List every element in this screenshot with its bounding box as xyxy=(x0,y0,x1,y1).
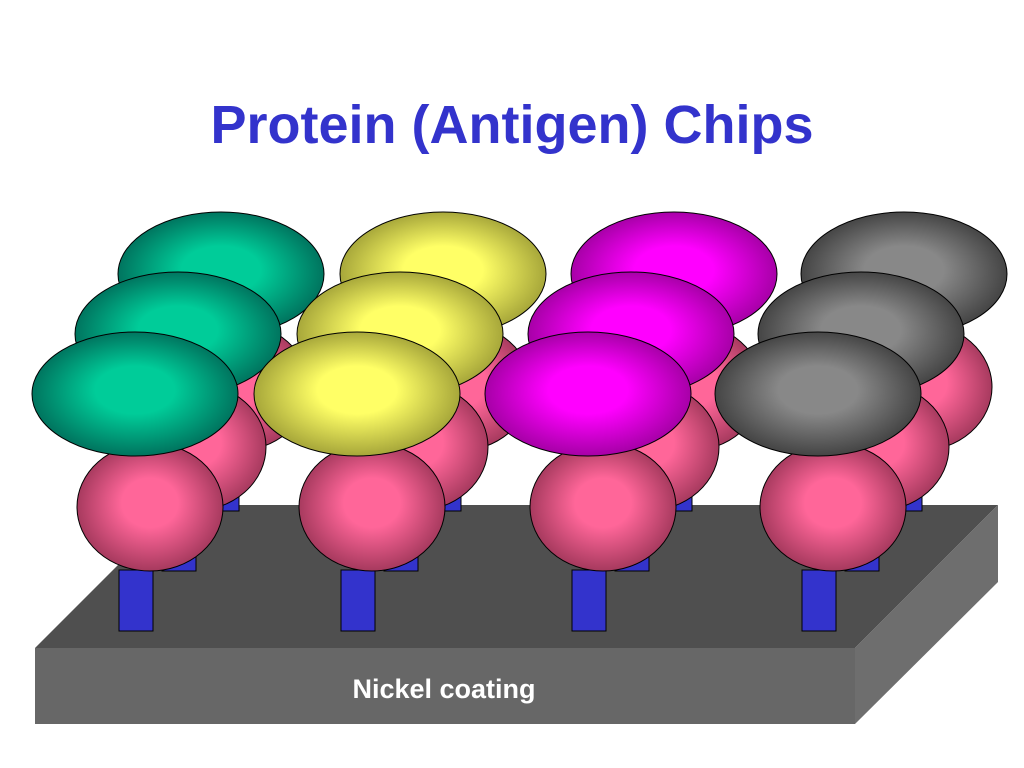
antigen-gray xyxy=(714,331,922,457)
protein-molecule-front-yellow xyxy=(253,331,461,632)
substrate-front xyxy=(35,648,855,724)
linker-stem xyxy=(340,569,376,632)
protein-molecules xyxy=(31,211,1008,632)
binding-domain-ball xyxy=(759,442,907,572)
protein-molecule-front-green xyxy=(31,331,239,632)
protein-molecule-front-magenta xyxy=(484,331,692,632)
substrate-side xyxy=(855,505,998,724)
nickel-coating-label: Nickel coating xyxy=(352,674,535,704)
protein-molecule-front-gray xyxy=(714,331,922,632)
antigen-green xyxy=(31,331,239,457)
binding-domain-ball xyxy=(76,442,224,572)
page-title: Protein (Antigen) Chips xyxy=(210,95,814,155)
chip-substrate: Nickel coating xyxy=(35,505,998,724)
antigen-magenta xyxy=(484,331,692,457)
antigen-yellow xyxy=(253,331,461,457)
substrate-top xyxy=(35,505,998,648)
binding-domain-ball xyxy=(529,442,677,572)
linker-stem xyxy=(571,569,607,632)
linker-stem xyxy=(118,569,154,632)
binding-domain-ball xyxy=(298,442,446,572)
linker-stem xyxy=(801,569,837,632)
